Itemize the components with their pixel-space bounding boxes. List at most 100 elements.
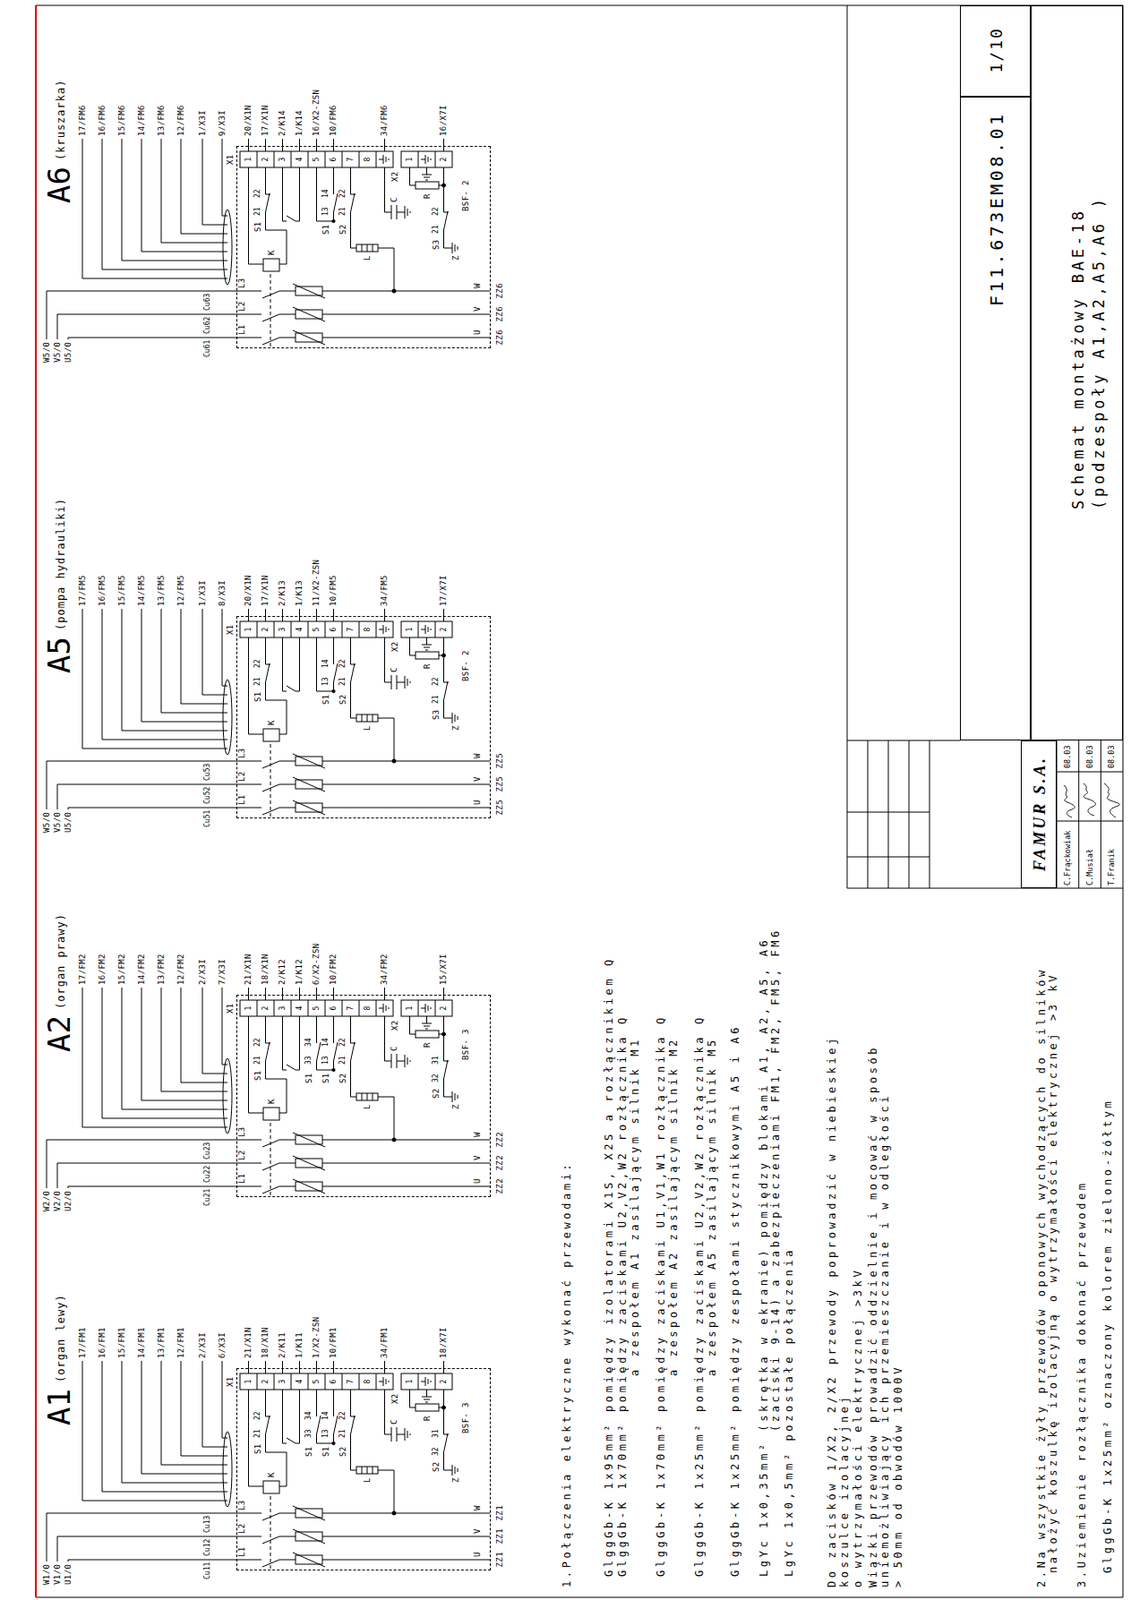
pin-number: Cu51 xyxy=(204,810,212,828)
terminal-label: L3 xyxy=(238,1126,247,1138)
terminal-label: L1 xyxy=(238,324,247,335)
pin-number: 5 xyxy=(313,627,321,633)
pin-number: 2 xyxy=(440,157,448,163)
terminal-label: ZZ2 xyxy=(496,1131,505,1148)
pin-number: 31 xyxy=(432,1429,440,1439)
terminal-label: 2/X3I xyxy=(198,959,207,986)
terminal-label: C xyxy=(390,197,399,203)
schematic-line xyxy=(1056,740,1123,889)
terminal-label: S1 xyxy=(322,1446,331,1457)
terminal-label: 17/X1N xyxy=(261,574,270,607)
terminal-label: W2/0 xyxy=(42,1190,52,1212)
schematic-line xyxy=(35,5,1123,1598)
note-line: GlggGb-K 1x25mm² pomiędzy zaciskami U2,V… xyxy=(694,1014,705,1577)
pin-number: 2 xyxy=(440,1379,448,1385)
terminal-label: 16/FM1 xyxy=(98,1327,107,1359)
terminal-label: 16/FM6 xyxy=(98,104,107,137)
terminal-label: L1 xyxy=(238,1173,247,1184)
signature xyxy=(1063,783,1120,818)
pin-number: 8 xyxy=(364,1379,372,1385)
terminal-label: S1 xyxy=(254,1443,263,1455)
cell-text: 1/10 xyxy=(988,26,1005,73)
terminal-label: 21/X1N xyxy=(244,1327,253,1359)
pin-number: 6 xyxy=(330,627,338,633)
terminal-label: 17/FM2 xyxy=(78,953,87,986)
terminal-label: V1/0 xyxy=(53,1564,62,1586)
terminal-label: L xyxy=(363,1477,372,1483)
terminal-label: 1/X3I xyxy=(198,110,207,137)
pin-number: 1 xyxy=(406,157,414,163)
pin-number: 1 xyxy=(245,1006,253,1012)
terminal-label: U2/0 xyxy=(64,1190,73,1212)
terminal-label: ZZ6 xyxy=(496,306,505,322)
terminal-label: U1/0 xyxy=(64,1564,73,1586)
signature-field: 08.03 xyxy=(1086,745,1095,769)
terminal-label: 15/FM5 xyxy=(118,574,127,607)
module-outline: BSF- 2 xyxy=(236,145,491,349)
terminal-label: 1/K13 xyxy=(295,580,304,607)
title-block-grid xyxy=(847,5,1123,889)
terminal-label: 15/X7I xyxy=(439,953,448,986)
pin-number: 6 xyxy=(330,1379,338,1385)
pin-number: 34 xyxy=(305,1411,313,1421)
pin-number: 7 xyxy=(347,627,355,633)
pin-number: 8 xyxy=(364,157,372,163)
terminal-label: 20/X1N xyxy=(244,104,253,137)
terminal-label: K xyxy=(267,1098,276,1105)
feeder-block-a5 xyxy=(46,608,490,817)
cell-text: (podzespoły A1,A2,A5,A6 ) xyxy=(1091,195,1107,510)
drawing-number-cell: F11.673EM08.01 xyxy=(959,96,1031,741)
terminal-label: S2 xyxy=(339,223,348,235)
note-line: Do zacisków 1/X2, 2/X2 przewody poprowad… xyxy=(826,1035,838,1588)
terminal-label: 17/FM1 xyxy=(78,1327,87,1359)
signature-field: T.Franik xyxy=(1107,848,1116,886)
terminal-label: L1 xyxy=(238,1546,247,1558)
block-subtitle: (pompa hydrauliki) xyxy=(55,497,67,631)
block-title: A5 xyxy=(43,636,75,674)
pin-number: 2 xyxy=(262,157,270,163)
terminal-label: 8/X3I xyxy=(218,580,227,607)
terminal-label: S2 xyxy=(339,1072,348,1084)
pin-number: 21 xyxy=(432,224,440,234)
terminal-label: 1/K11 xyxy=(295,1332,304,1359)
pin-number: 22 xyxy=(254,188,262,198)
pin-number: 13 xyxy=(322,1055,330,1065)
schematic-line xyxy=(34,5,37,1598)
pin-number: 1 xyxy=(245,1379,253,1385)
terminal-label: 10/FM2 xyxy=(329,953,338,986)
pin-number: 7 xyxy=(347,1379,355,1385)
pin-number: 14 xyxy=(322,188,330,198)
schematic-line xyxy=(1083,783,1096,816)
note-line: nałożyć koszulkę izolacyjną o wytrzymało… xyxy=(1047,972,1059,1574)
block-title: A1 xyxy=(43,1388,75,1426)
cell-text: BSF- 2 xyxy=(462,179,471,212)
terminal-label: X2 xyxy=(391,171,400,182)
pin-number: 21 xyxy=(254,1055,262,1065)
terminal-label: S3 xyxy=(432,709,441,720)
terminal-label: V xyxy=(473,1528,482,1534)
cell-text: BSF- 3 xyxy=(462,1402,471,1434)
terminal-label: S1 xyxy=(254,1070,263,1081)
pin-number: 6 xyxy=(330,157,338,163)
pin-number: 14 xyxy=(322,1411,330,1421)
terminal-label: 18/X1N xyxy=(261,1327,270,1359)
terminal-label: S3 xyxy=(432,239,441,250)
terminal-label: 12/FM5 xyxy=(177,574,186,607)
pin-number: 22 xyxy=(339,659,347,669)
terminal-label: V5/0 xyxy=(53,342,62,363)
terminal-label: W xyxy=(473,753,482,759)
terminal-label: 20/X1N xyxy=(244,574,253,607)
terminal-label: 2/K12 xyxy=(278,959,287,986)
terminal-label: ZZ1 xyxy=(496,1528,505,1544)
terminal-label: W5/0 xyxy=(42,812,52,833)
terminal-label: S1 xyxy=(305,1446,314,1457)
terminal-label: 34/FM5 xyxy=(380,574,389,607)
block-title: A2 xyxy=(43,1015,75,1053)
terminal-label: ZZ5 xyxy=(496,753,505,769)
terminal-label: V5/0 xyxy=(53,812,62,833)
terminal-label: 15/FM2 xyxy=(118,953,127,986)
terminal-label: 13/FM1 xyxy=(157,1327,166,1359)
terminal-label: 11/X2-ZSN xyxy=(312,559,321,607)
sheet-frame xyxy=(35,5,1123,1598)
terminal-label: S1 xyxy=(305,1072,314,1084)
